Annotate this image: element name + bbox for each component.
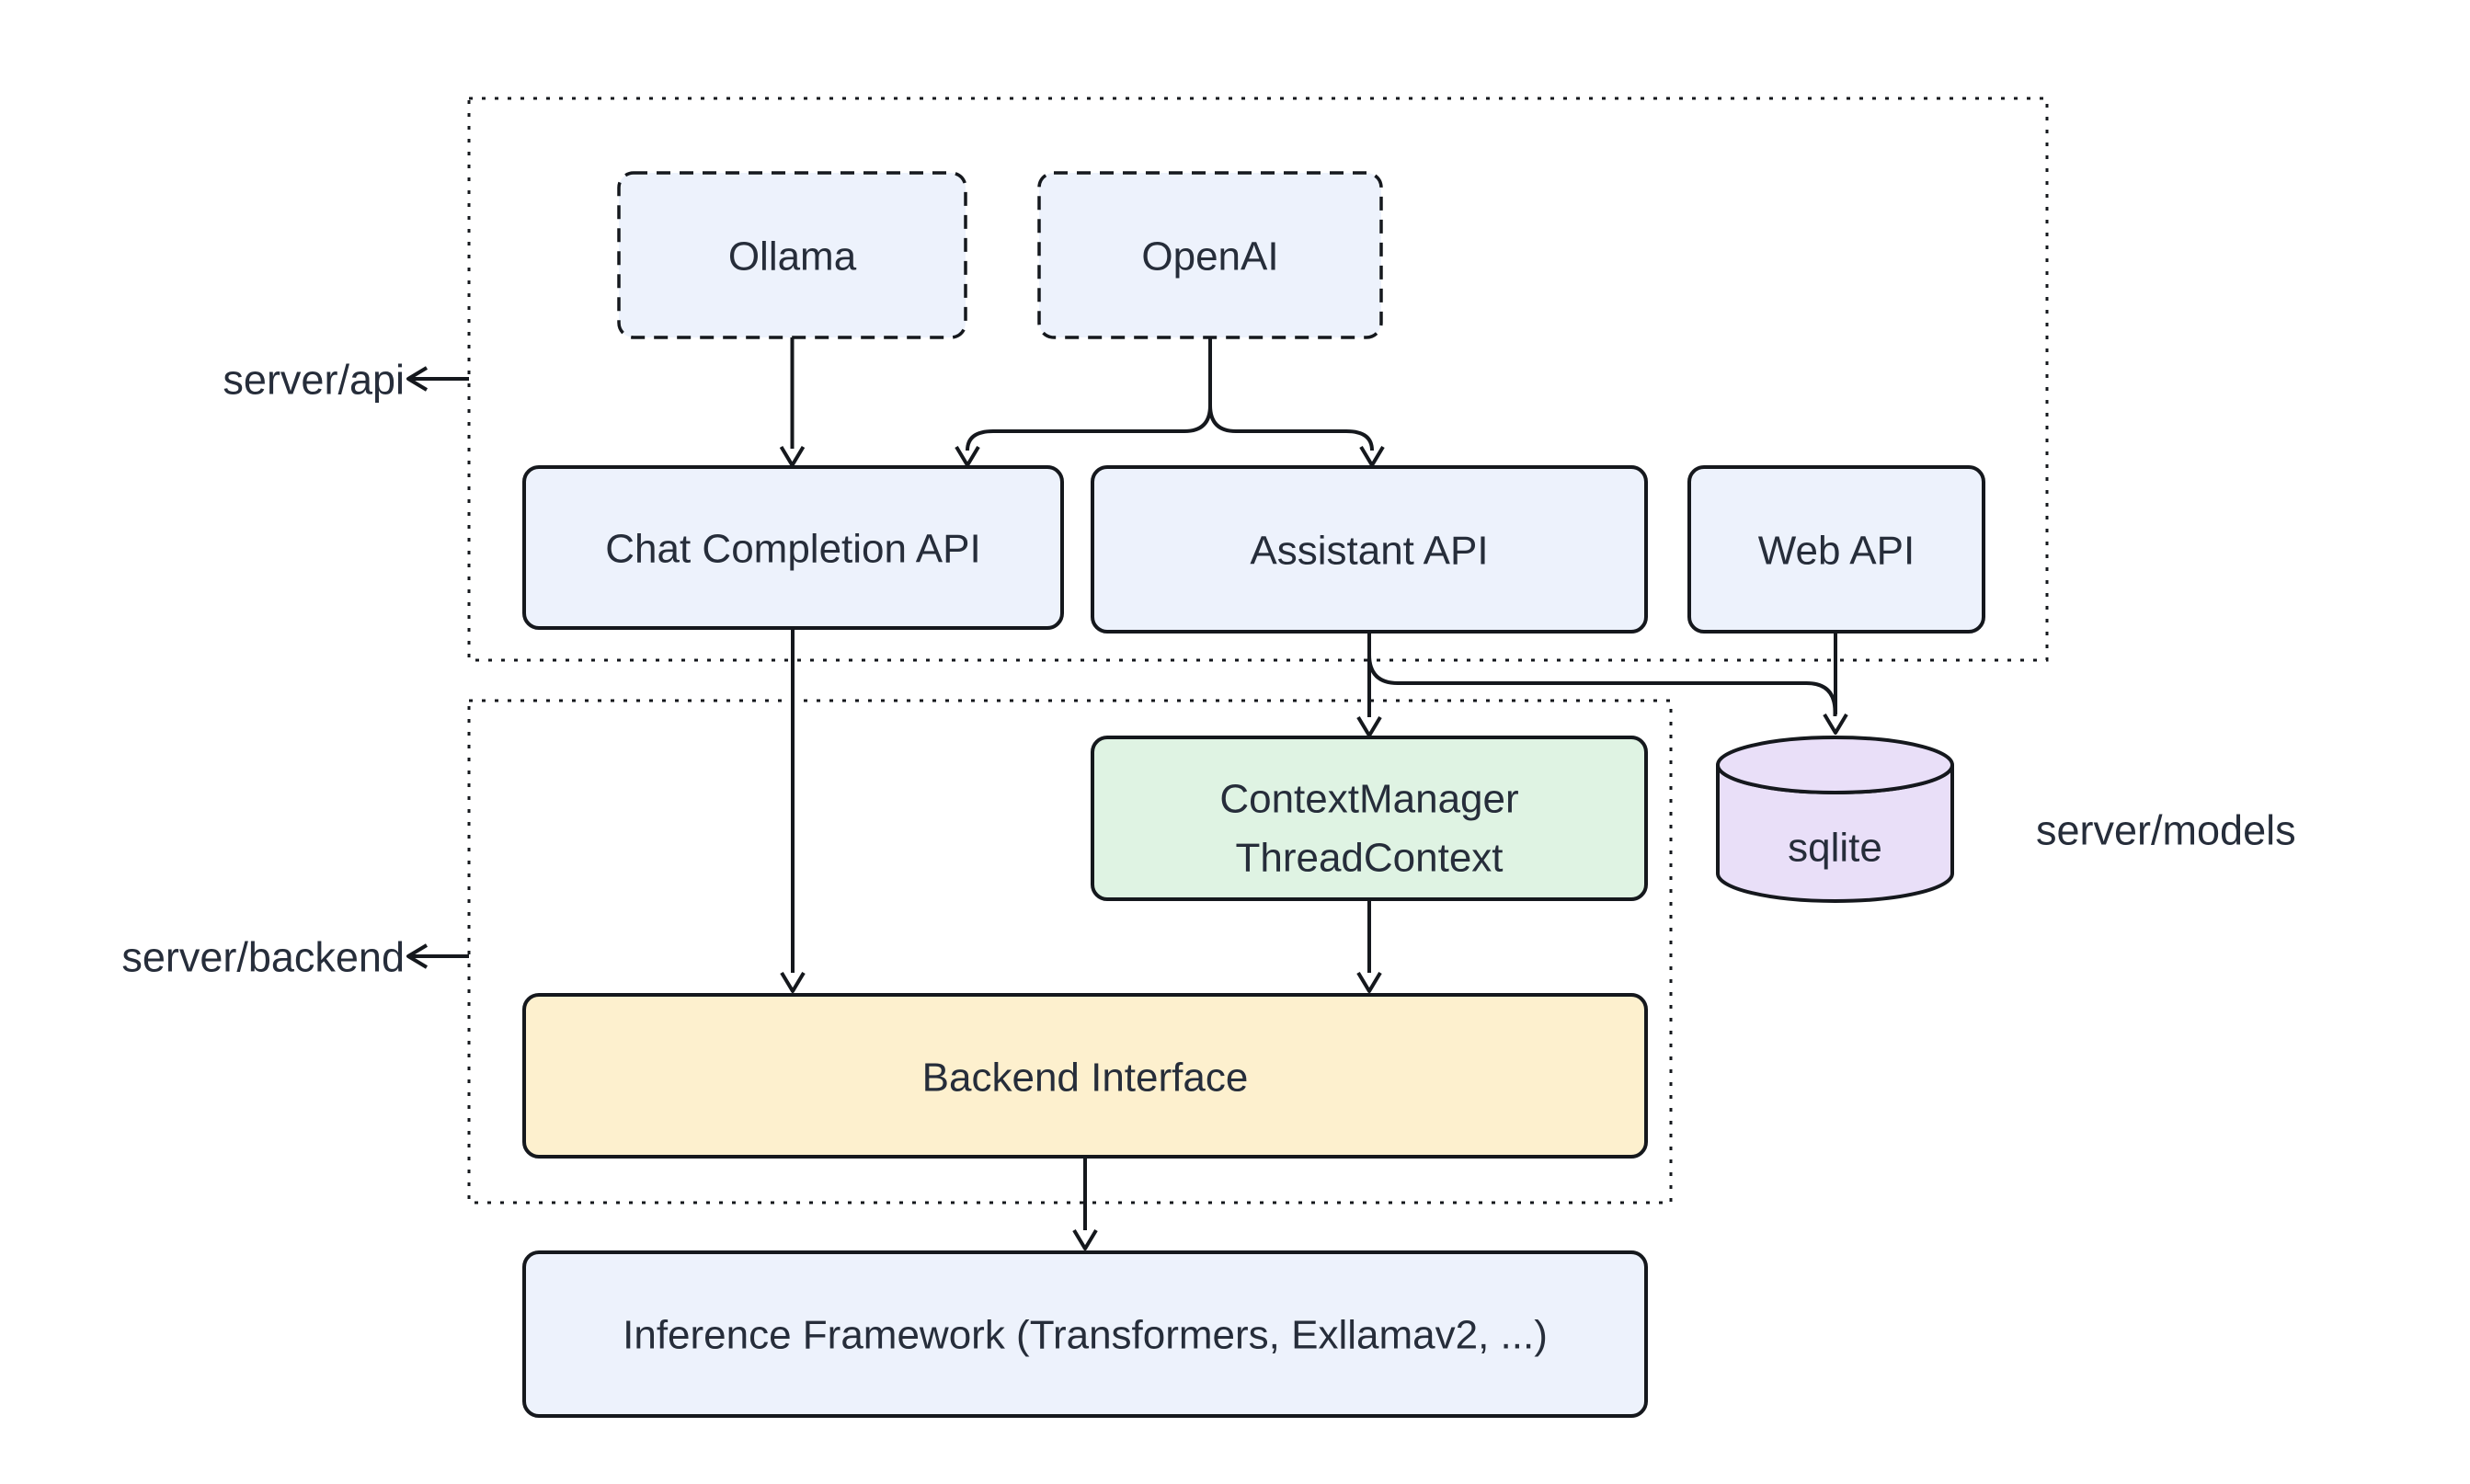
chat-completion-api-label: Chat Completion API xyxy=(605,527,980,572)
edge-openai-to-chat-completion-api xyxy=(955,337,1212,467)
web-api-label: Web API xyxy=(1758,529,1915,574)
edge-openai-to-assistant-api xyxy=(1208,337,1385,467)
server-api-label: server/api xyxy=(223,357,405,404)
server-backend-label: server/backend xyxy=(121,934,405,981)
edge-ollama-to-chat-completion-api xyxy=(779,337,806,467)
group-containers xyxy=(467,97,2049,1204)
nodes xyxy=(522,171,1985,1418)
node-sqlite-cylinder xyxy=(1716,736,1954,903)
node-labels: Ollama OpenAI Chat Completion API Assist… xyxy=(121,234,2295,1358)
node-backend-interface xyxy=(522,993,1648,1159)
server-api-pointer-arrow xyxy=(406,366,469,392)
ollama-label: Ollama xyxy=(728,234,857,280)
sqlite-label: sqlite xyxy=(1788,826,1882,871)
cylinder-top xyxy=(1716,736,1954,794)
context-manager-label-line1: ContextManager xyxy=(1219,777,1518,822)
edge-chat-completion-api-to-backend-interface xyxy=(780,628,806,993)
edge-context-manager-to-backend-interface xyxy=(1356,899,1382,993)
node-web-api xyxy=(1687,465,1985,634)
edge-assistant-api-to-sqlite xyxy=(1367,654,1837,716)
server-backend-container xyxy=(467,699,1673,1204)
edge-backend-interface-to-inference-framework xyxy=(1072,1157,1098,1250)
backend-interface-label: Backend Interface xyxy=(922,1056,1249,1101)
server-backend-pointer-arrow xyxy=(406,943,469,969)
edge-web-api-to-sqlite xyxy=(1823,632,1848,735)
openai-label: OpenAI xyxy=(1141,234,1278,280)
assistant-api-label: Assistant API xyxy=(1250,529,1488,574)
context-manager-label-line2: ThreadContext xyxy=(1235,836,1503,881)
node-inference-framework xyxy=(522,1250,1648,1418)
server-api-container xyxy=(467,97,2049,662)
node-context-manager xyxy=(1091,736,1648,901)
server-models-label: server/models xyxy=(2036,807,2296,854)
edge-assistant-api-to-context-manager xyxy=(1356,632,1382,737)
node-assistant-api xyxy=(1091,465,1648,634)
inference-framework-label: Inference Framework (Transformers, Exlla… xyxy=(623,1313,1548,1358)
node-openai xyxy=(1037,171,1383,339)
node-ollama xyxy=(617,171,967,339)
node-chat-completion-api xyxy=(522,465,1064,630)
